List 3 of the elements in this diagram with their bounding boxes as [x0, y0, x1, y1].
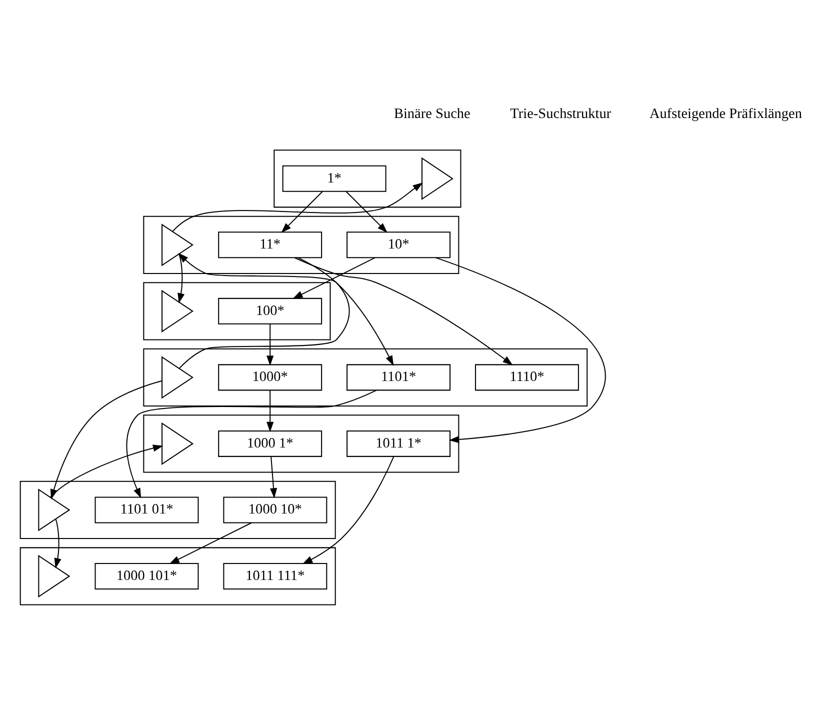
label: Aufsteigende Präfixlängen: [650, 106, 802, 122]
label: Trie-Suchstruktur: [510, 106, 612, 122]
label: Binäre Suche: [394, 106, 470, 122]
